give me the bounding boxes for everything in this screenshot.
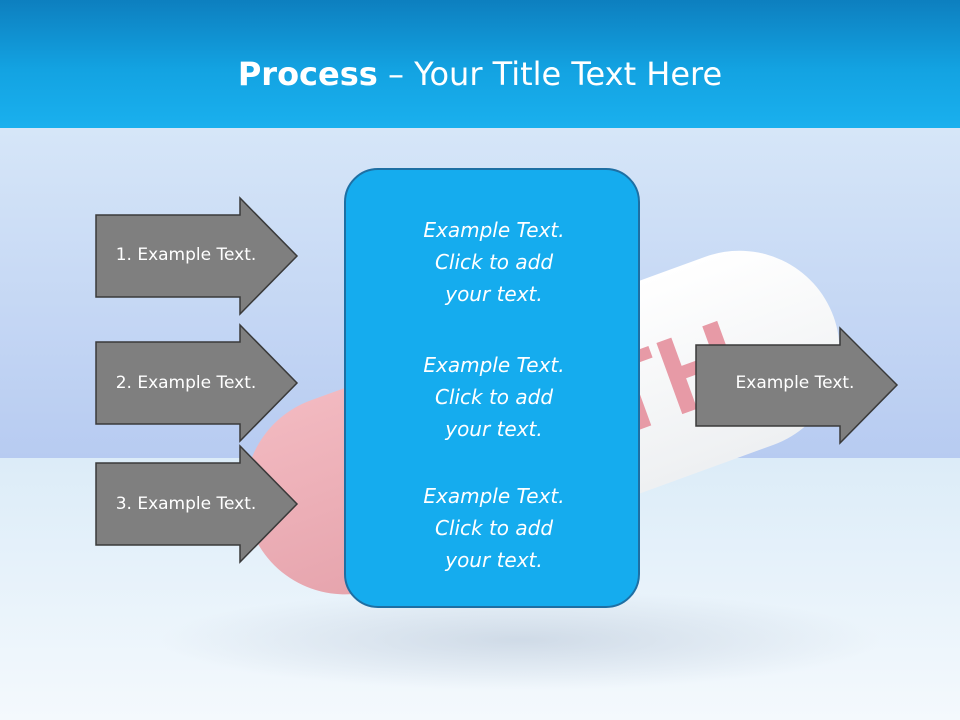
arrow-2-shape [95,323,299,443]
arrow-1-label[interactable]: 1. Example Text. [115,245,257,265]
arrow-3-shape [95,444,299,564]
arrow-right-shape [695,326,899,445]
paragraph-line: your text. [445,417,543,441]
paragraph-line: Example Text. [423,218,565,242]
arrow-3-label[interactable]: 3. Example Text. [115,494,257,514]
paragraph-line: your text. [445,548,543,572]
title-bold: Process [237,55,378,93]
paragraph-line: Example Text. [423,484,565,508]
paragraph-line: Click to add [434,385,554,409]
arrow-right-label[interactable]: Example Text. [735,373,855,393]
paragraph-line: Click to add [434,250,554,274]
center-text-box[interactable]: Example Text. Click to add your text. Ex… [344,168,640,608]
title-rest: – Your Title Text Here [377,55,723,93]
paragraph-line: Click to add [434,516,554,540]
center-paragraph-2[interactable]: Example Text. Click to add your text. [346,349,642,445]
slide-title: Process – Your Title Text Here [0,52,960,96]
arrow-2-label[interactable]: 2. Example Text. [115,373,257,393]
center-paragraph-1[interactable]: Example Text. Click to add your text. [346,214,642,310]
center-paragraph-3[interactable]: Example Text. Click to add your text. [346,480,642,576]
pill-shadow [160,590,880,690]
title-bar [0,0,960,128]
arrow-1-shape [95,196,299,316]
paragraph-line: Example Text. [423,353,565,377]
paragraph-line: your text. [445,282,543,306]
